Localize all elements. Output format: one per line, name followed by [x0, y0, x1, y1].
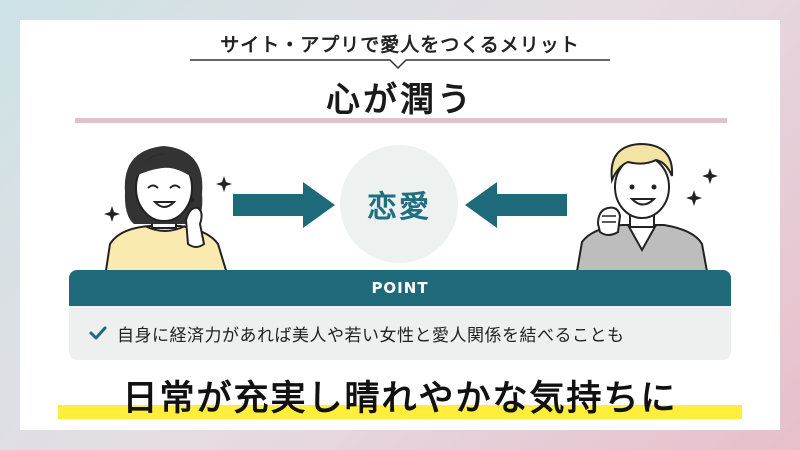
subtitle: サイト・アプリで愛人をつくるメリット: [220, 34, 580, 56]
man-illustration: [574, 142, 710, 277]
point-heading: POINT: [69, 270, 731, 306]
point-box: POINT 自身に経済力があれば美人や若い女性と愛人関係を結べることも: [69, 270, 731, 360]
woman-illustration: [103, 146, 230, 277]
point-item: 自身に経済力があれば美人や若い女性と愛人関係を結べることも: [69, 306, 731, 360]
headline: 心が潤う: [326, 80, 474, 120]
highlight-bar: [58, 405, 742, 419]
arrow-right-icon: [233, 182, 335, 228]
sparkle-icon: [702, 168, 718, 184]
love-badge: 恋愛: [340, 145, 458, 263]
subtitle-underline: [190, 59, 610, 70]
divider: [75, 118, 727, 123]
arrow-left-icon: [465, 182, 567, 228]
sparkle-icon: [686, 190, 702, 206]
infographic-card: サイト・アプリで愛人をつくるメリット 心が潤う: [20, 20, 780, 430]
sparkle-icon: [104, 206, 120, 222]
check-icon: [89, 326, 107, 340]
subtitle-wrap: サイト・アプリで愛人をつくるメリット: [190, 26, 610, 70]
conclusion-text: 日常が充実し晴れやかな気持ちに: [122, 379, 678, 419]
sparkle-icon: [216, 176, 232, 192]
point-item-text: 自身に経済力があれば美人や若い女性と愛人関係を結べることも: [117, 325, 625, 346]
